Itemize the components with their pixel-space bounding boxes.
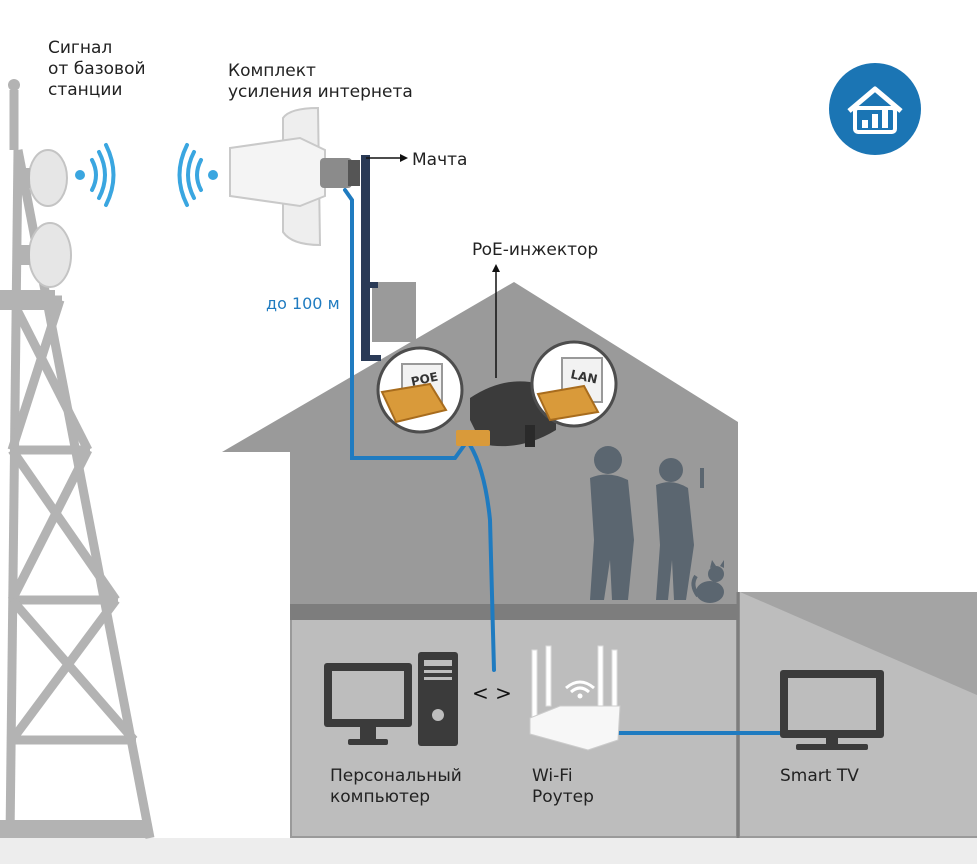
people-silhouette-icon — [590, 446, 704, 600]
mast — [361, 155, 381, 361]
poe-arrowhead — [492, 264, 500, 272]
tv-label: Smart TV — [780, 766, 859, 786]
desktop-computer-icon — [324, 652, 458, 746]
poe-port-callout — [376, 346, 464, 434]
tower-tip — [8, 79, 20, 91]
lan-port-callout — [530, 340, 618, 428]
tower-platform — [0, 290, 55, 310]
distance-label: до 100 м — [266, 294, 340, 313]
pc-label: Персональный компьютер — [330, 766, 462, 807]
network-cable — [343, 188, 782, 735]
kit-label: Комплект усиления интернета — [228, 61, 413, 102]
poe-injector-label: PoE-инжектор — [472, 240, 599, 260]
poe-port-label: POE — [410, 370, 440, 389]
tower-base — [0, 820, 150, 838]
cell-tower-icon — [5, 90, 155, 839]
wifi-router-icon — [529, 645, 621, 751]
ground-strip — [0, 838, 977, 864]
mast-label: Мачта — [412, 150, 468, 170]
panel-antenna-icon — [229, 106, 360, 247]
mast-arrowhead — [400, 154, 408, 162]
tv-icon — [780, 670, 884, 750]
router-label: Wi-Fi Роутер — [532, 766, 594, 807]
tower-dish-icon — [20, 149, 72, 288]
signal-label: Сигнал от базовой станции — [48, 38, 146, 100]
link-arrows: < > — [472, 681, 512, 705]
house-signal-bars-icon — [829, 63, 921, 155]
signal-waves-icon — [75, 143, 218, 207]
cat-silhouette-icon — [691, 560, 724, 603]
lan-port-label: LAN — [569, 367, 598, 386]
